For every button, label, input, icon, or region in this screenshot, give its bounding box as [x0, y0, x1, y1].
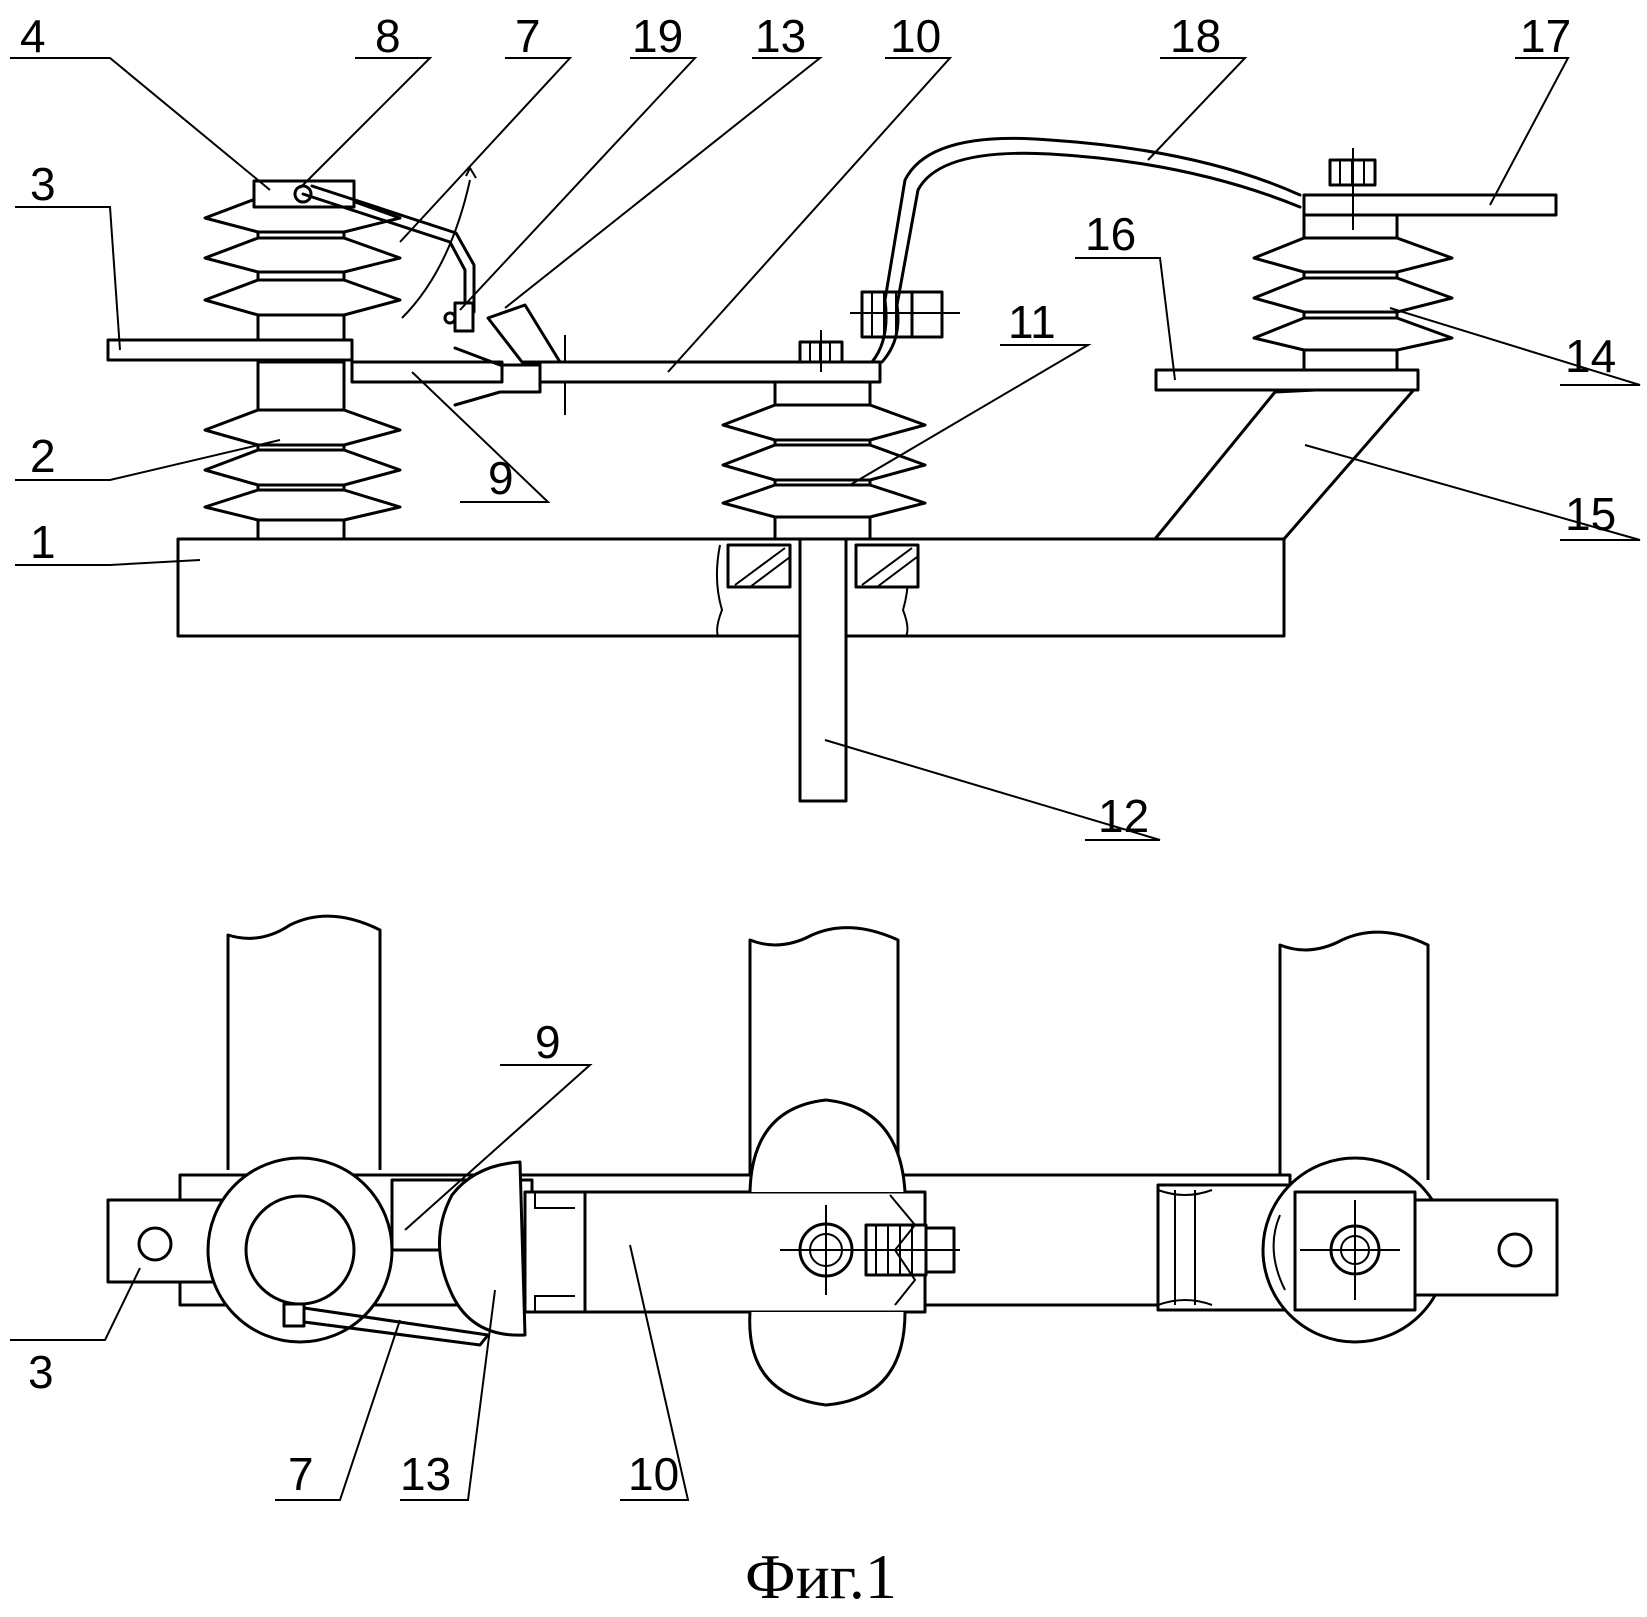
label-18: 18: [1170, 10, 1221, 62]
plan-label-10: 10: [628, 1448, 679, 1500]
terminal-plate-right-top: [1302, 193, 1558, 217]
label-3: 3: [30, 158, 56, 210]
knife-contact: [486, 303, 562, 364]
plan-view-label-group: 9 3 7 13 10: [28, 1016, 679, 1500]
side-view: 4 8 7 19 13 10 18 17 3 16 11 14 2 9 15 1…: [10, 10, 1641, 842]
plan-terminal-right: [1413, 1198, 1559, 1297]
label-4: 4: [20, 10, 46, 62]
label-11: 11: [1008, 296, 1056, 348]
flexible-cable: [870, 136, 1302, 364]
side-view-label-group: 4 8 7 19 13 10 18 17 3 16 11 14 2 9 15 1…: [20, 10, 1616, 842]
side-view-leaders: [10, 57, 1641, 841]
label-12: 12: [1098, 790, 1149, 842]
label-17: 17: [1520, 10, 1571, 62]
plan-view: 9 3 7 13 10: [10, 914, 1559, 1501]
drive-shaft: [798, 537, 848, 803]
plan-label-7: 7: [288, 1448, 314, 1500]
contact-lever: [350, 360, 504, 384]
label-19: 19: [632, 10, 683, 62]
label-13: 13: [755, 10, 806, 62]
label-15: 15: [1565, 488, 1616, 540]
plan-knife-contact: [438, 1160, 527, 1337]
label-10: 10: [890, 10, 941, 62]
plan-label-13: 13: [400, 1448, 451, 1500]
support-bracket: [1153, 383, 1420, 541]
right-insulator: [1252, 196, 1454, 372]
main-arm: [538, 360, 882, 384]
figure-caption: Фиг.1: [745, 1541, 897, 1612]
terminal-plate-left: [106, 338, 354, 362]
label-1: 1: [30, 516, 56, 568]
label-14: 14: [1565, 330, 1616, 382]
label-8: 8: [375, 10, 401, 62]
label-9: 9: [488, 452, 514, 504]
plan-label-9: 9: [535, 1016, 561, 1068]
label-2: 2: [30, 430, 56, 482]
plan-label-3: 3: [28, 1346, 54, 1398]
label-16: 16: [1085, 208, 1136, 260]
left-lower-insulator: [203, 360, 402, 541]
plan-view-leaders: [10, 1064, 690, 1501]
terminal-plate-right-bottom: [1154, 368, 1420, 392]
label-7: 7: [515, 10, 541, 62]
actuating-rod: [301, 192, 467, 314]
